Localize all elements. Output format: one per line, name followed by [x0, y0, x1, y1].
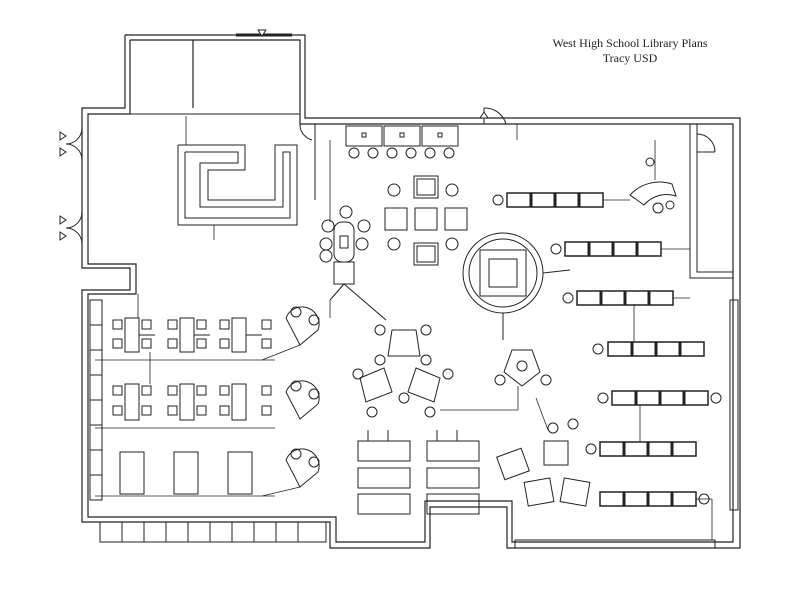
- computer-tables: [119, 317, 262, 495]
- plan-title: West High School Library Plans: [552, 36, 708, 50]
- central-spine-table: [319, 205, 387, 321]
- plan-subtitle: Tracy USD: [602, 51, 658, 65]
- round-service-desk: [462, 232, 571, 340]
- collaboration-cluster: [352, 324, 454, 418]
- computer-chairs: [112, 319, 272, 416]
- wall-carrels: [89, 299, 739, 549]
- lounge-chairs: [494, 349, 591, 507]
- door-swings: [65, 107, 716, 245]
- power-runs: [95, 116, 713, 540]
- exit-markers: [59, 29, 489, 241]
- round-tables-left: [285, 306, 320, 488]
- interior-partitions: [88, 40, 733, 279]
- study-tables: [357, 430, 480, 515]
- lounge-seating: [384, 175, 468, 266]
- curved-desk: [629, 157, 677, 214]
- top-workstations: [345, 125, 459, 159]
- circulation-desk: [177, 144, 298, 226]
